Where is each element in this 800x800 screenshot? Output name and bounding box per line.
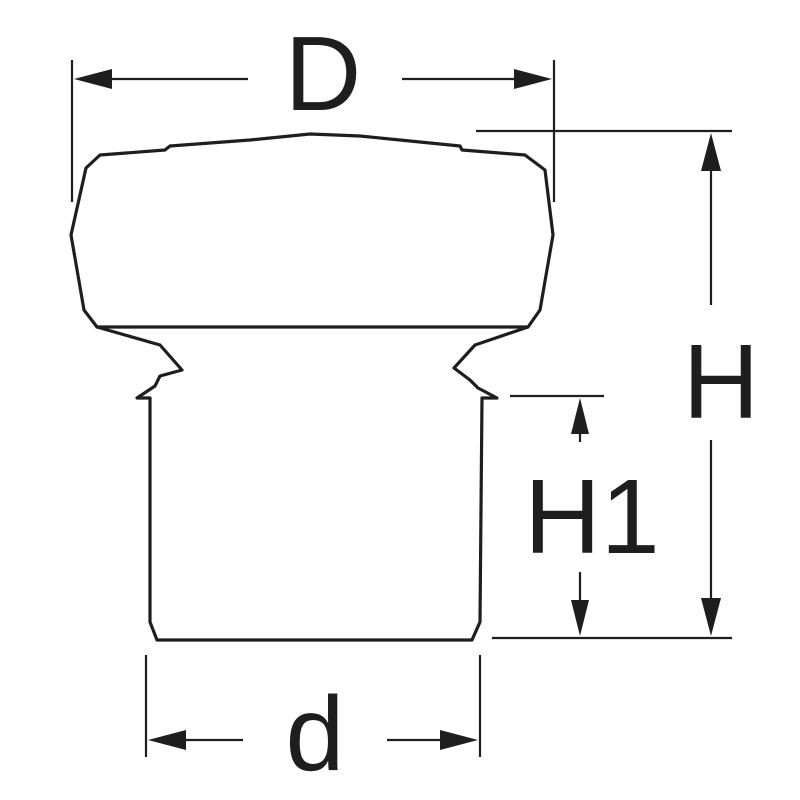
h-arrow-top	[701, 133, 721, 171]
label-bottom-width: d	[286, 675, 345, 793]
dimension-d-top: D	[70, 15, 556, 202]
d-bottom-arrow-right	[440, 730, 478, 750]
cap-head-outline	[69, 132, 555, 329]
dimension-h-total: H	[476, 129, 760, 640]
label-total-height: H	[683, 323, 760, 441]
cap-spigot-outline	[95, 325, 530, 642]
d-bottom-arrow-left	[148, 730, 186, 750]
h1-arrow-bottom	[571, 600, 589, 636]
d-top-arrow-left	[74, 69, 112, 89]
d-top-arrow-right	[514, 69, 552, 89]
h1-arrow-top	[571, 398, 589, 434]
label-spigot-height: H1	[524, 458, 660, 576]
label-top-width: D	[285, 15, 362, 133]
dimension-h1-spigot: H1	[510, 394, 660, 636]
dimension-d-bottom: d	[144, 655, 482, 793]
h-arrow-bottom	[701, 598, 721, 636]
